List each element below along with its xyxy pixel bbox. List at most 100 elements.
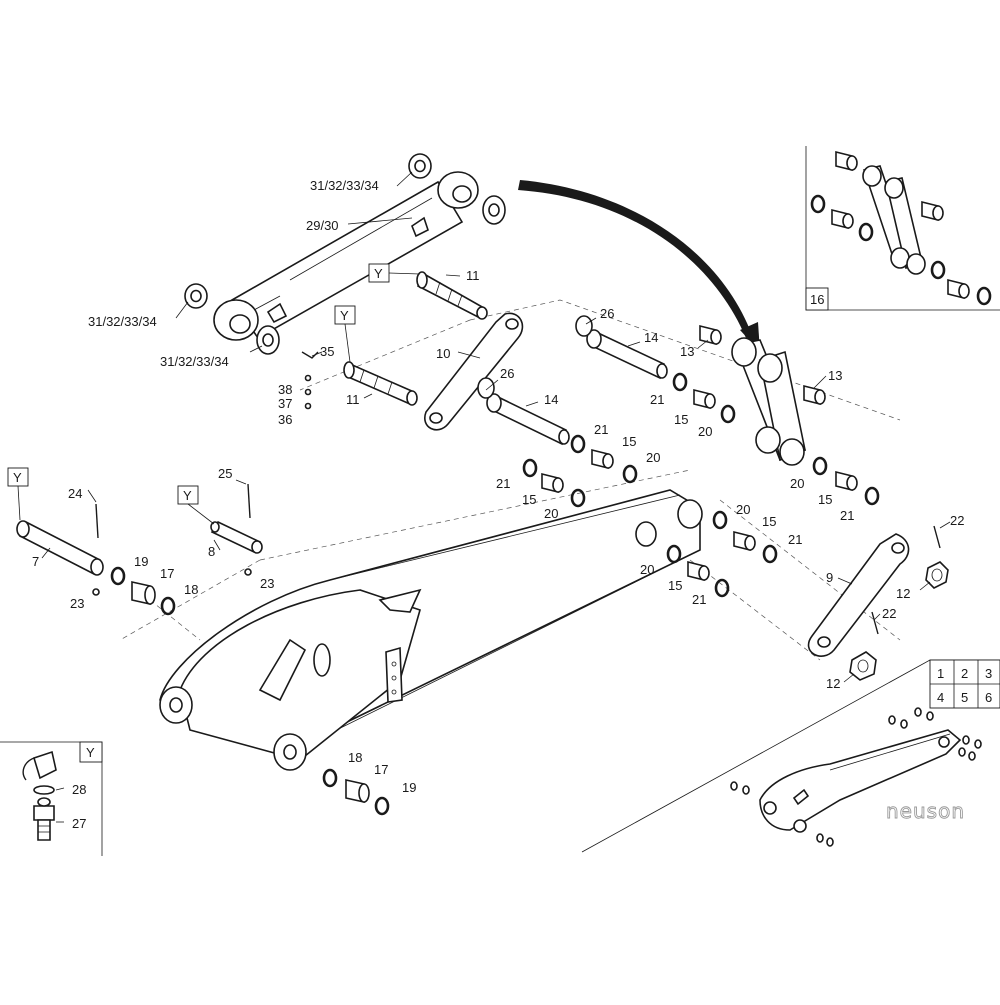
callout-28: 28: [72, 782, 86, 797]
page-grid-cell-1: 1: [937, 666, 944, 681]
detail-y-box: Y: [0, 741, 103, 856]
callout-12-b: 12: [826, 676, 840, 691]
callout-17-a: 17: [160, 566, 174, 581]
leader-lines: [41, 171, 951, 823]
callout-15-b: 15: [622, 434, 636, 449]
callout-24: 24: [68, 486, 82, 501]
hydraulic-cylinder: [184, 153, 506, 355]
seal-rings: [110, 194, 992, 847]
seal-ring: [714, 578, 730, 598]
callout-20-f: 20: [640, 562, 654, 577]
nut-12-lower: [849, 651, 877, 681]
bushing: [831, 208, 854, 230]
bushing: [803, 384, 826, 406]
seal-ring: [810, 194, 826, 214]
overview-small-part: [816, 833, 824, 843]
detail-y-tag: Y: [86, 745, 95, 760]
seal-ring: [322, 768, 338, 788]
nut-12-upper: [925, 561, 949, 589]
overview-small-part: [914, 707, 922, 717]
callout-15-a: 15: [674, 412, 688, 427]
callout-18-b: 18: [348, 750, 362, 765]
overview-small-part: [730, 781, 738, 791]
callout-21-d: 21: [840, 508, 854, 523]
y-tag-1: Y: [374, 266, 383, 281]
bushing: [835, 470, 858, 492]
callout-26-b: 26: [500, 366, 514, 381]
pin-8: [210, 520, 263, 554]
overview-inset: [581, 659, 1000, 853]
overview-small-part: [968, 751, 976, 761]
bushing-17-left: [131, 581, 156, 605]
callout-17-b: 17: [374, 762, 388, 777]
callout-14-a: 14: [644, 330, 658, 345]
callout-13-a: 13: [680, 344, 694, 359]
callout-36: 36: [278, 412, 292, 427]
brand-logo: neuson: [886, 799, 965, 823]
pin-7: [16, 520, 104, 576]
callout-14-b: 14: [544, 392, 558, 407]
callout-8: 8: [208, 544, 215, 559]
seal-ring: [666, 544, 682, 564]
pin-11-upper: [416, 271, 488, 320]
small-parts-23: [92, 568, 252, 596]
callout-31-b: 31/32/33/34: [88, 314, 157, 329]
overview-small-part: [958, 747, 966, 757]
page-grid: 1 2 3 4 5 6: [929, 659, 1000, 709]
seal-ring: [570, 434, 586, 454]
callout-7: 7: [32, 554, 39, 569]
callout-15-e: 15: [762, 514, 776, 529]
seal-ring: [762, 544, 778, 564]
assembly-guide-lines: [119, 299, 901, 661]
callout-21-e: 21: [788, 532, 802, 547]
inset-label: 16: [810, 292, 824, 307]
seal-ring: [720, 404, 736, 424]
seal-ring: [864, 486, 880, 506]
bushing: [699, 324, 722, 346]
seal-ring: [930, 260, 946, 280]
pin-14-lower: [477, 377, 570, 446]
callout-21-f: 21: [692, 592, 706, 607]
callout-11-a: 11: [466, 268, 480, 283]
callout-29: 29/30: [306, 218, 339, 233]
callout-25: 25: [218, 466, 232, 481]
callout-31-a: 31/32/33/34: [310, 178, 379, 193]
callout-20-d: 20: [790, 476, 804, 491]
callout-38: 38: [278, 382, 292, 397]
link-9: [807, 533, 910, 657]
bushing-17-lower: [345, 779, 370, 803]
bushing: [733, 530, 756, 552]
y-tags: Y Y Y Y: [7, 263, 421, 525]
small-hardware-35-38: [301, 351, 319, 410]
callouts: 31/32/33/34 29/30 11 31/32/33/34 31/32/3…: [32, 178, 964, 831]
bushing: [591, 448, 614, 470]
y-tag-2: Y: [340, 308, 349, 323]
seal-ring: [858, 222, 874, 242]
callout-10: 10: [436, 346, 450, 361]
seal-ring: [976, 286, 992, 306]
callout-11-b: 11: [346, 392, 360, 407]
overview-small-part: [974, 739, 982, 749]
callout-23-b: 23: [260, 576, 274, 591]
callout-18-a: 18: [184, 582, 198, 597]
callout-15-f: 15: [668, 578, 682, 593]
callout-13-b: 13: [828, 368, 842, 383]
seal-ring: [160, 596, 176, 616]
callout-21-a: 21: [650, 392, 664, 407]
page-grid-cell-5: 5: [961, 690, 968, 705]
seal-ring: [812, 456, 828, 476]
callout-15-d: 15: [818, 492, 832, 507]
cotter-pins-22: [871, 525, 941, 635]
callout-22-b: 22: [882, 606, 896, 621]
callout-37: 37: [278, 396, 292, 411]
link-10: [424, 312, 524, 431]
bushing: [921, 200, 944, 222]
seal-ring: [672, 372, 688, 392]
y-tag-4: Y: [183, 488, 192, 503]
bushing: [541, 472, 564, 494]
callout-9: 9: [826, 570, 833, 585]
callout-23-a: 23: [70, 596, 84, 611]
overview-small-part: [826, 837, 834, 847]
callout-27: 27: [72, 816, 86, 831]
callout-21-b: 21: [594, 422, 608, 437]
